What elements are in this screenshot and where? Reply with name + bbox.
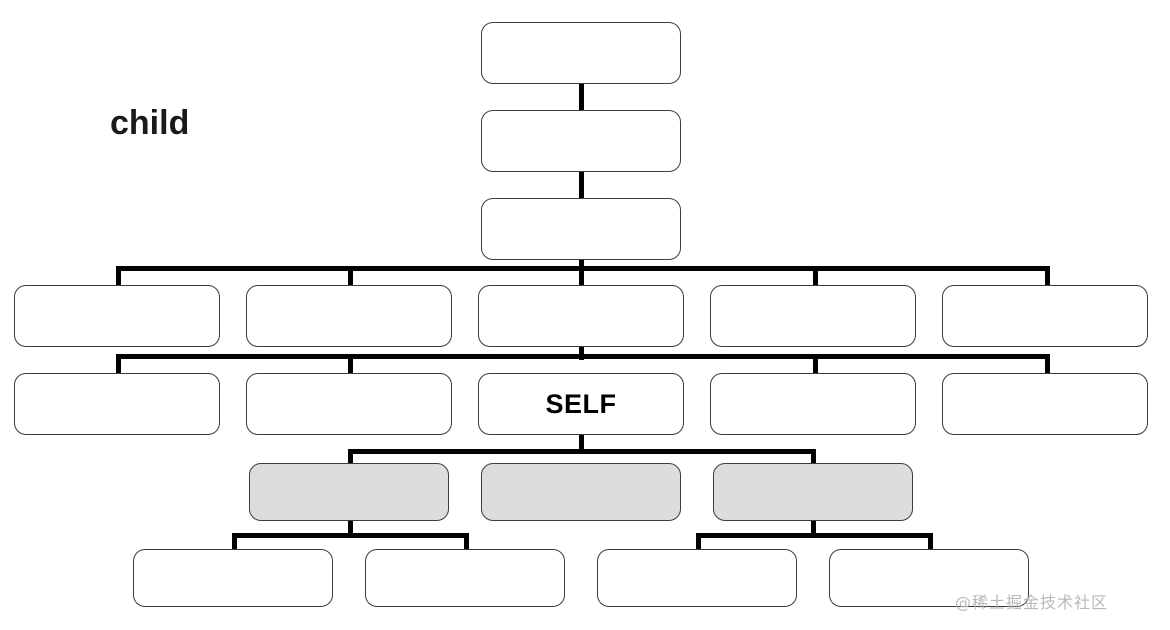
node-g1[interactable] — [133, 549, 333, 607]
connector-bus-self-stub-2 — [348, 354, 353, 373]
node-u3[interactable] — [478, 285, 684, 347]
connector-bus-self-stub-4 — [813, 354, 818, 373]
node-self[interactable]: SELF — [478, 373, 684, 435]
connector-bus-g-left-stub-2 — [464, 533, 469, 549]
connector-a2-to-a3 — [579, 172, 584, 198]
node-c3[interactable] — [713, 463, 913, 521]
node-c2[interactable] — [481, 463, 681, 521]
connector-bus-g-right-stub-2 — [928, 533, 933, 549]
node-u1[interactable] — [14, 285, 220, 347]
node-g2[interactable] — [365, 549, 565, 607]
child-annotation-label: child — [110, 104, 190, 142]
connector-bus-upper-stub-4 — [813, 266, 818, 285]
connector-bus-self-stub-5 — [1045, 354, 1050, 373]
node-s1[interactable] — [14, 373, 220, 435]
node-g4[interactable] — [829, 549, 1029, 607]
node-a3[interactable] — [481, 198, 681, 260]
node-u2[interactable] — [246, 285, 452, 347]
connector-bus-self-stub-1 — [116, 354, 121, 373]
node-s5[interactable] — [942, 373, 1148, 435]
connector-self-to-bus-child — [579, 435, 584, 452]
node-s2[interactable] — [246, 373, 452, 435]
connector-bus-g-left-stub-1 — [232, 533, 237, 549]
node-a2[interactable] — [481, 110, 681, 172]
connector-bus-upper-stub-1 — [116, 266, 121, 285]
connector-c3-to-bus-g-right — [811, 521, 816, 536]
watermark-text: @稀土掘金技术社区 — [955, 593, 1109, 612]
node-c1[interactable] — [249, 463, 449, 521]
node-u5[interactable] — [942, 285, 1148, 347]
node-a1[interactable] — [481, 22, 681, 84]
connector-a3-to-bus-upper — [579, 260, 584, 285]
node-g3[interactable] — [597, 549, 797, 607]
connector-c1-to-bus-g-left — [348, 521, 353, 536]
connector-bus-child-stub-1 — [348, 449, 353, 463]
node-label-self: SELF — [545, 388, 617, 419]
connector-bus-g-right-stub-1 — [696, 533, 701, 549]
connector-a1-to-a2 — [579, 84, 584, 110]
node-u4[interactable] — [710, 285, 916, 347]
node-s4[interactable] — [710, 373, 916, 435]
connector-bus-child-stub-3 — [811, 449, 816, 463]
connector-bus-upper-stub-5 — [1045, 266, 1050, 285]
connector-bus-upper-stub-2 — [348, 266, 353, 285]
connector-u3-to-bus-self — [579, 347, 584, 360]
